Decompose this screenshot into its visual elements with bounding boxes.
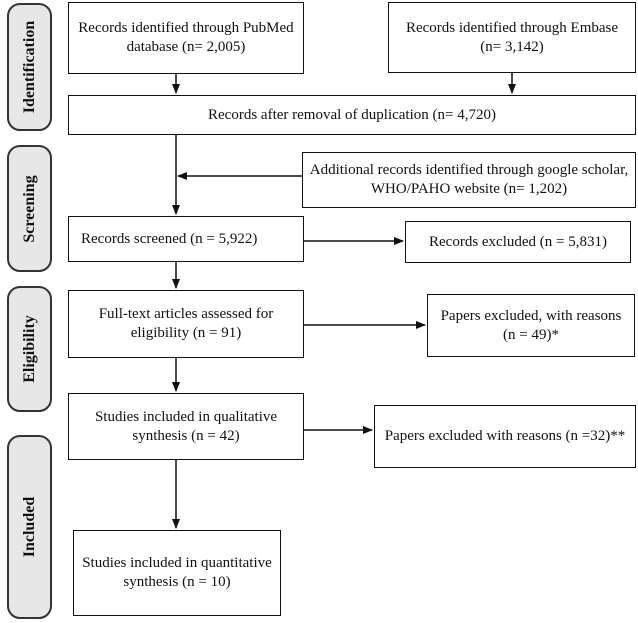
box-embase-records: Records identified through Embase (n= 3,… [388,2,636,73]
box-papers-excluded-qualitative: Papers excluded with reasons (n =32)** [374,405,636,468]
box-papers-excluded-eligibility: Papers excluded, with reasons (n = 49)* [427,294,635,357]
stage-included: Included [7,435,52,619]
stage-eligibility-label: Eligibility [20,315,38,383]
box-quantitative-synthesis: Studies included in quantitative synthes… [73,530,281,616]
box-pubmed-records: Records identified through PubMed databa… [68,2,304,74]
stage-eligibility: Eligibility [7,286,52,412]
stage-identification-label: Identification [20,20,38,114]
box-additional-records: Additional records identified through go… [302,152,636,208]
stage-screening: Screening [7,145,52,272]
stage-identification: Identification [7,3,52,131]
stage-screening-label: Screening [20,174,38,243]
stage-included-label: Included [20,496,38,558]
box-records-after-dedup: Records after removal of duplication (n=… [68,95,636,135]
box-records-excluded: Records excluded (n = 5,831) [405,221,631,263]
box-qualitative-synthesis: Studies included in qualitative synthesi… [68,393,304,460]
box-fulltext-assessed: Full-text articles assessed for eligibil… [68,290,304,358]
box-records-screened: Records screened (n = 5,922) [68,216,304,262]
